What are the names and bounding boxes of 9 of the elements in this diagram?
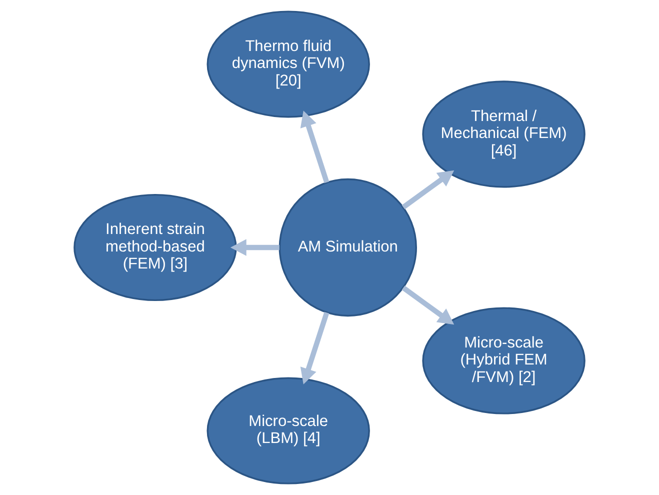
arrow bbox=[230, 239, 280, 256]
node-ellipse: Micro-scale (LBM) [4] bbox=[206, 377, 370, 484]
node-ellipse: Inherent strain method-based (FEM) [3] bbox=[74, 194, 237, 302]
node-ellipse: Thermo fluid dynamics (FVM) [20] bbox=[206, 10, 370, 118]
arrow bbox=[300, 312, 330, 384]
arrow bbox=[402, 286, 454, 325]
arrow bbox=[402, 170, 454, 210]
arrow bbox=[300, 110, 330, 184]
node-circle: AM Simulation bbox=[278, 178, 417, 317]
